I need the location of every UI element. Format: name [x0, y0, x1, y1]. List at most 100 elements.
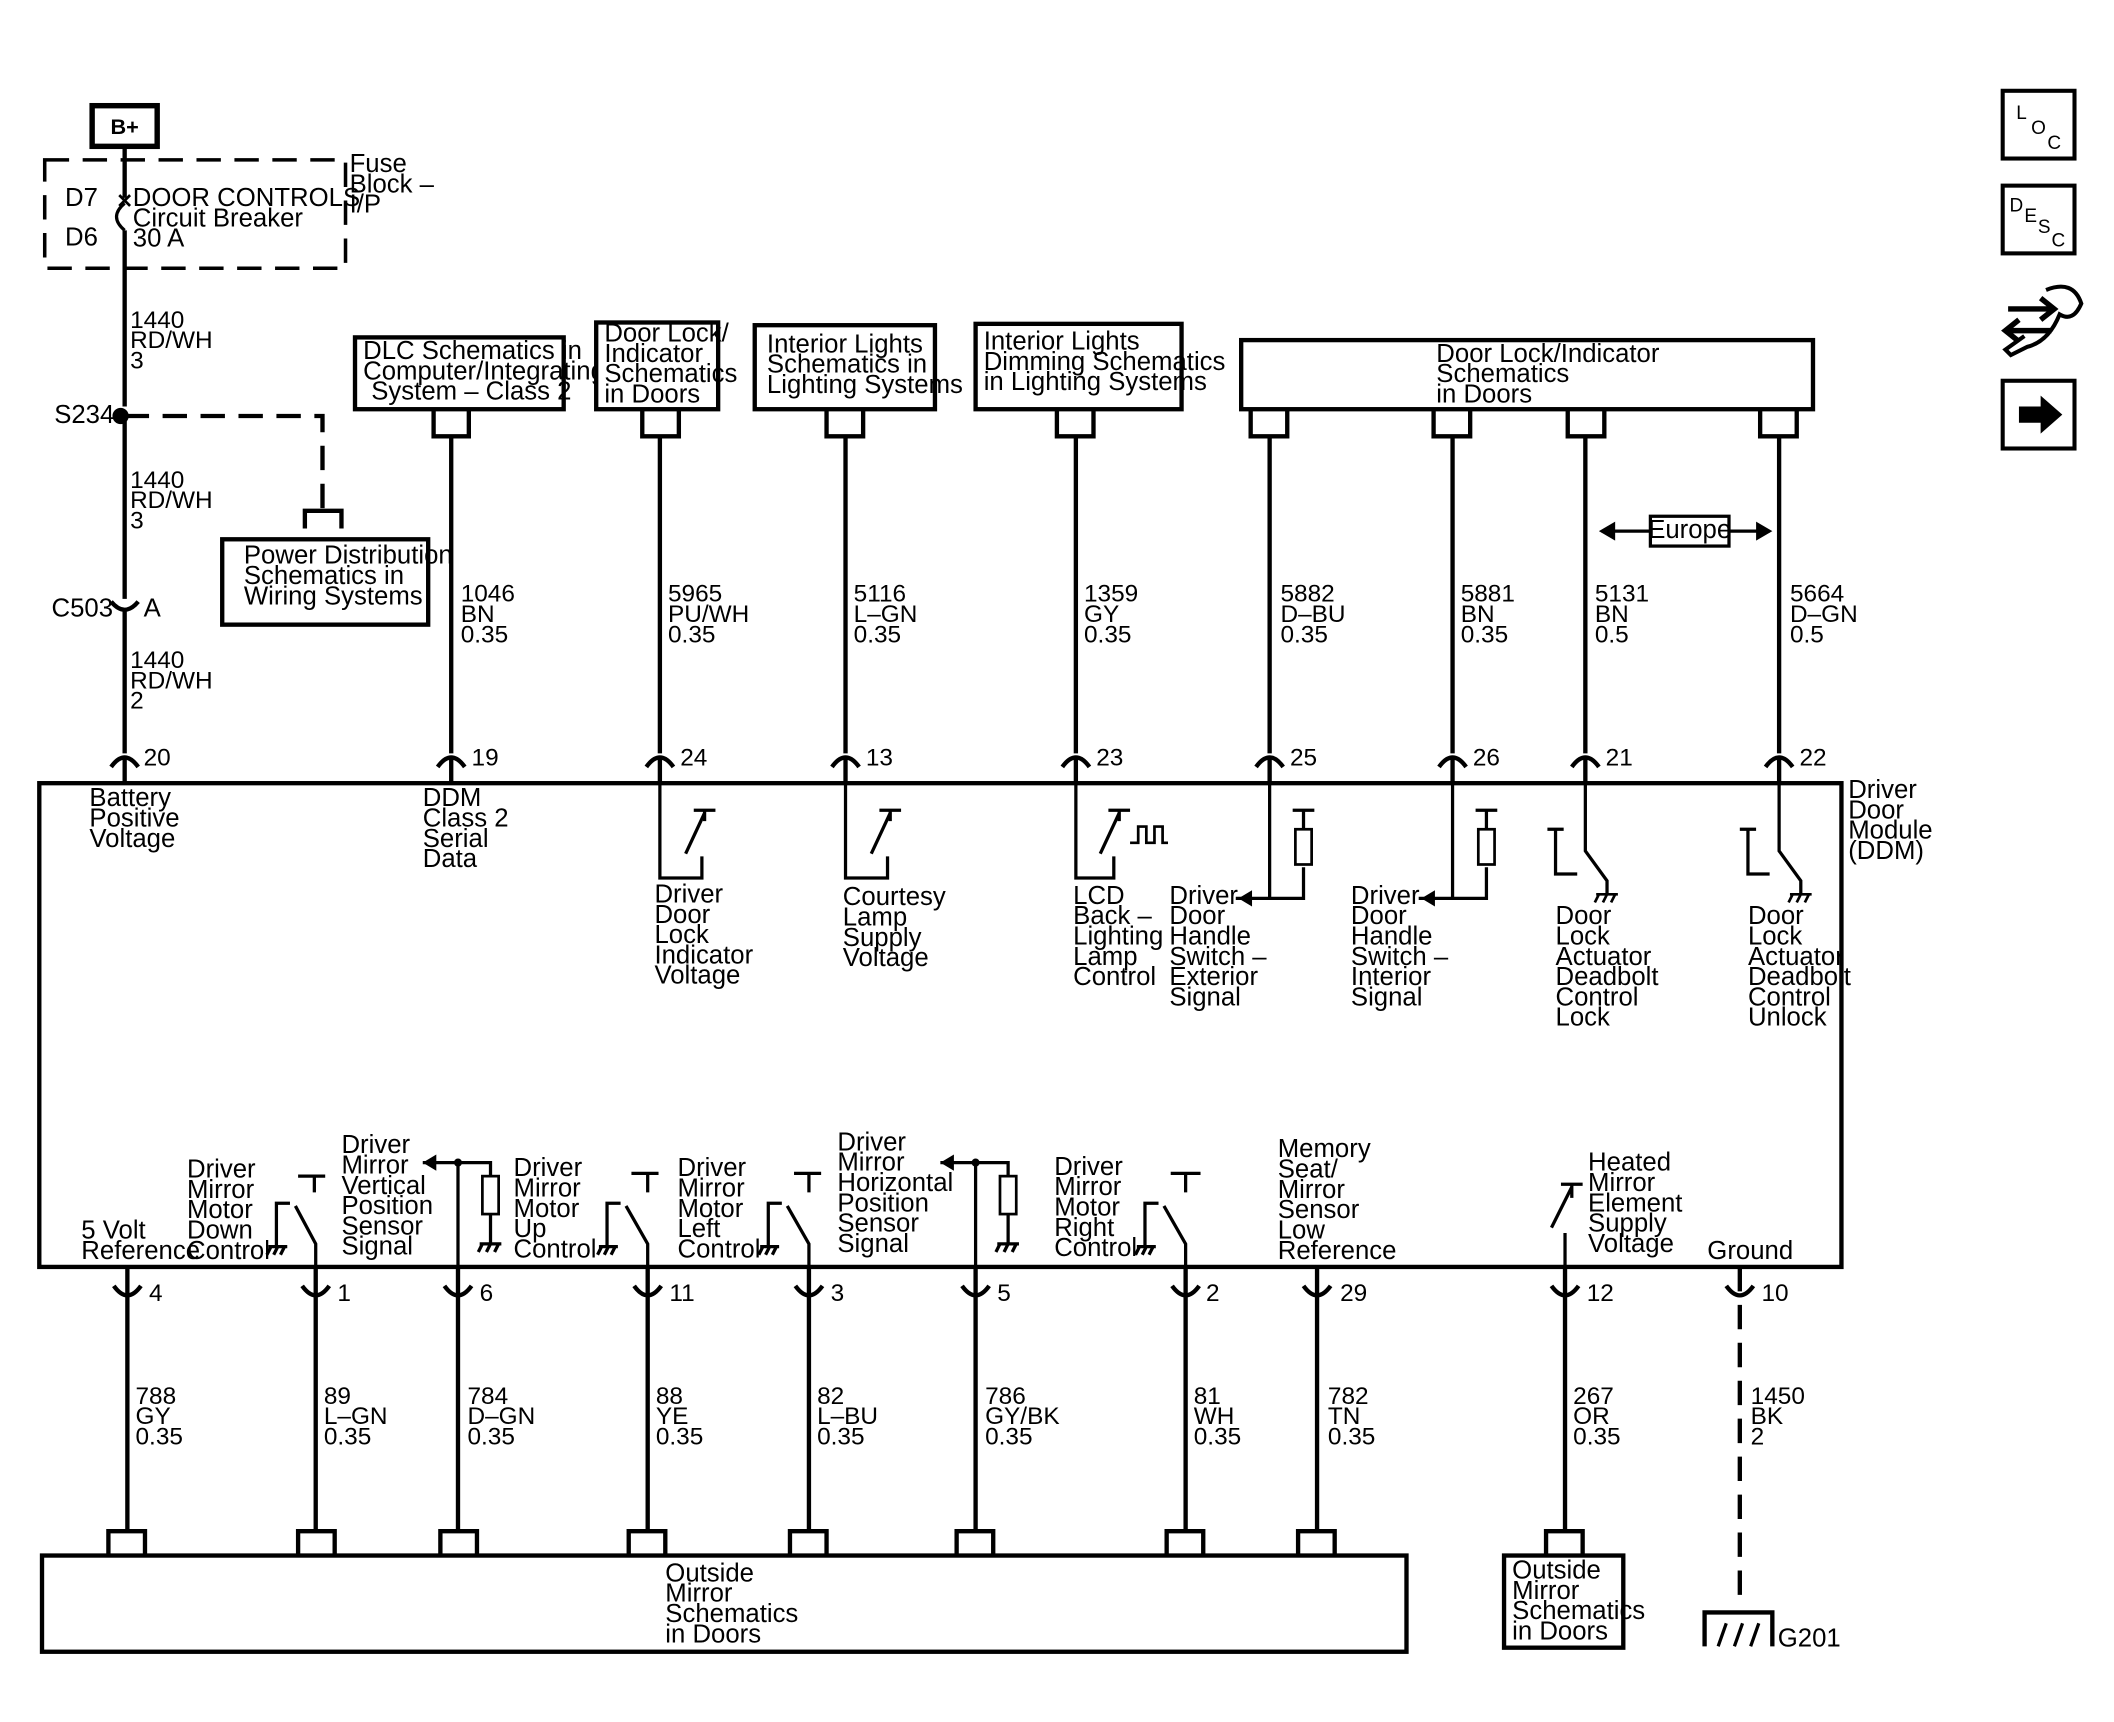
svg-text:Lighting: Lighting [1073, 922, 1163, 950]
svg-text:Control: Control [1073, 963, 1156, 991]
svg-text:Voltage: Voltage [654, 962, 740, 990]
door-handle-exterior-signal-icon [1235, 783, 1315, 907]
svg-text:0.35: 0.35 [136, 1423, 183, 1450]
svg-text:10: 10 [1762, 1280, 1789, 1307]
svg-text:23: 23 [1096, 745, 1123, 772]
svg-text:Supply: Supply [1588, 1210, 1667, 1238]
svg-text:0.35: 0.35 [854, 621, 901, 648]
svg-text:Element: Element [1588, 1189, 1682, 1217]
svg-text:6: 6 [480, 1280, 494, 1307]
splice-s234: S234 [54, 401, 129, 429]
svg-text:D–BU: D–BU [1280, 601, 1345, 628]
svg-text:Signal: Signal [341, 1233, 413, 1261]
ref-connector-stubs [431, 409, 1799, 439]
svg-text:3: 3 [130, 348, 144, 375]
label-deadbolt-control-lock: Door Lock Actuator Deadbolt Control Lock [1556, 902, 1659, 1032]
svg-text:2: 2 [130, 688, 144, 715]
svg-text:Voltage: Voltage [1588, 1230, 1674, 1258]
wire-5116: 5116 L–GN 0.35 [854, 581, 918, 649]
svg-text:Vertical: Vertical [341, 1172, 425, 1200]
svg-text:26: 26 [1473, 745, 1500, 772]
svg-text:Mirror: Mirror [1512, 1577, 1580, 1605]
s234-label: S234 [54, 401, 114, 429]
next-arrow-icon[interactable] [2000, 378, 2077, 451]
svg-text:in Doors: in Doors [604, 380, 700, 408]
svg-text:3: 3 [831, 1280, 845, 1307]
repair-procedure-icon[interactable] [2001, 284, 2084, 358]
svg-text:Courtesy: Courtesy [843, 883, 946, 911]
svg-text:Lock: Lock [654, 921, 708, 949]
wire-81: 81 WH 0.35 [1194, 1383, 1241, 1451]
mirror-left-switch-icon [596, 1171, 659, 1267]
svg-text:0.35: 0.35 [1280, 621, 1327, 648]
svg-text:Power Distribution: Power Distribution [244, 542, 453, 570]
top-pins: 20 19 24 13 23 25 26 21 22 [109, 745, 1827, 784]
svg-text:Lamp: Lamp [1073, 943, 1137, 971]
svg-text:5664: 5664 [1790, 581, 1844, 608]
svg-text:0.35: 0.35 [1461, 621, 1508, 648]
svg-text:Supply: Supply [843, 924, 922, 952]
svg-text:BN: BN [1461, 601, 1495, 628]
deadbolt-lock-switch-icon [1547, 783, 1618, 904]
svg-text:Voltage: Voltage [89, 825, 175, 853]
svg-text:PU/WH: PU/WH [668, 601, 749, 628]
label-mirror-motor-down-control: Driver Mirror Motor Down Control [187, 1155, 270, 1264]
svg-text:Dimming Schematics: Dimming Schematics [984, 348, 1226, 376]
svg-text:0.35: 0.35 [461, 621, 508, 648]
wire-1440-bottom: 1440 RD/WH 2 [130, 647, 213, 715]
driver-door-module [37, 781, 1844, 1270]
svg-text:Voltage: Voltage [843, 944, 929, 972]
desc-icon[interactable]: D E S C [2000, 183, 2077, 256]
svg-text:C: C [2047, 133, 2061, 154]
svg-text:BN: BN [461, 601, 495, 628]
svg-text:Schematics: Schematics [604, 360, 737, 388]
svg-text:Mirror: Mirror [678, 1174, 746, 1202]
svg-text:S: S [2038, 217, 2051, 238]
label-door-handle-switch-exterior-signal: Driver Door Handle Switch – Exterior Sig… [1169, 882, 1267, 1012]
svg-text:788: 788 [136, 1383, 177, 1410]
bottom-pins: 4 1 6 11 3 5 2 29 12 10 [112, 1280, 1789, 1307]
fuse-block-label-3: I/P [350, 191, 381, 219]
svg-text:Door Lock/: Door Lock/ [604, 319, 729, 347]
svg-text:D–GN: D–GN [467, 1403, 535, 1430]
svg-text:25: 25 [1290, 745, 1317, 772]
wire-1359: 1359 GY 0.35 [1084, 581, 1138, 649]
svg-text:Schematics: Schematics [1436, 360, 1569, 388]
svg-text:Battery: Battery [89, 784, 171, 812]
svg-text:DLC Schematics in: DLC Schematics in [363, 337, 582, 365]
door-lock-indicator-switch-icon [658, 783, 716, 880]
ground-g201-icon: G201 [1702, 1610, 1841, 1652]
svg-text:D–GN: D–GN [1790, 601, 1858, 628]
svg-text:Interior Lights: Interior Lights [984, 328, 1140, 356]
breaker-label-2: Circuit Breaker [133, 204, 304, 232]
svg-text:GY: GY [136, 1403, 171, 1430]
svg-text:Handle: Handle [1351, 922, 1433, 950]
svg-text:DDM: DDM [423, 784, 482, 812]
door-lock-indicator-ref-2: Door Lock/Indicator Schematics in Doors [1239, 337, 1816, 412]
svg-text:Serial: Serial [423, 825, 489, 853]
svg-text:L: L [2016, 103, 2027, 124]
wire-784: 784 D–GN 0.35 [467, 1383, 535, 1451]
label-mirror-motor-left-control: Driver Mirror Motor Left Control [678, 1154, 761, 1263]
mirror-right-pullup-icon [940, 1154, 1019, 1267]
svg-text:13: 13 [866, 745, 893, 772]
svg-text:Schematics: Schematics [1512, 1597, 1645, 1625]
svg-text:Control: Control [187, 1237, 270, 1265]
svg-text:Unlock: Unlock [1748, 1004, 1827, 1032]
wire-5882: 5882 D–BU 0.35 [1280, 581, 1345, 649]
svg-text:Left: Left [678, 1215, 721, 1243]
svg-text:2: 2 [1751, 1423, 1765, 1450]
svg-text:Wiring Systems: Wiring Systems [244, 582, 423, 610]
svg-text:C: C [2051, 231, 2065, 252]
svg-text:Memory: Memory [1278, 1135, 1371, 1163]
svg-text:Positive: Positive [89, 805, 179, 833]
svg-text:WH: WH [1194, 1403, 1235, 1430]
svg-text:Driver: Driver [1054, 1153, 1123, 1181]
outside-mirror-schematics-ref-heated: Outside Mirror Schematics in Doors [1501, 1553, 1645, 1650]
interior-lights-dimming-ref: Interior Lights Dimming Schematics in Li… [973, 321, 1226, 412]
svg-text:Actuator: Actuator [1556, 943, 1652, 971]
svg-text:5 Volt: 5 Volt [81, 1216, 145, 1244]
svg-text:BN: BN [1595, 601, 1629, 628]
loc-icon[interactable]: L O C [2000, 88, 2077, 161]
label-heated-mirror-element-supply-voltage: Heated Mirror Element Supply Voltage [1588, 1149, 1682, 1258]
